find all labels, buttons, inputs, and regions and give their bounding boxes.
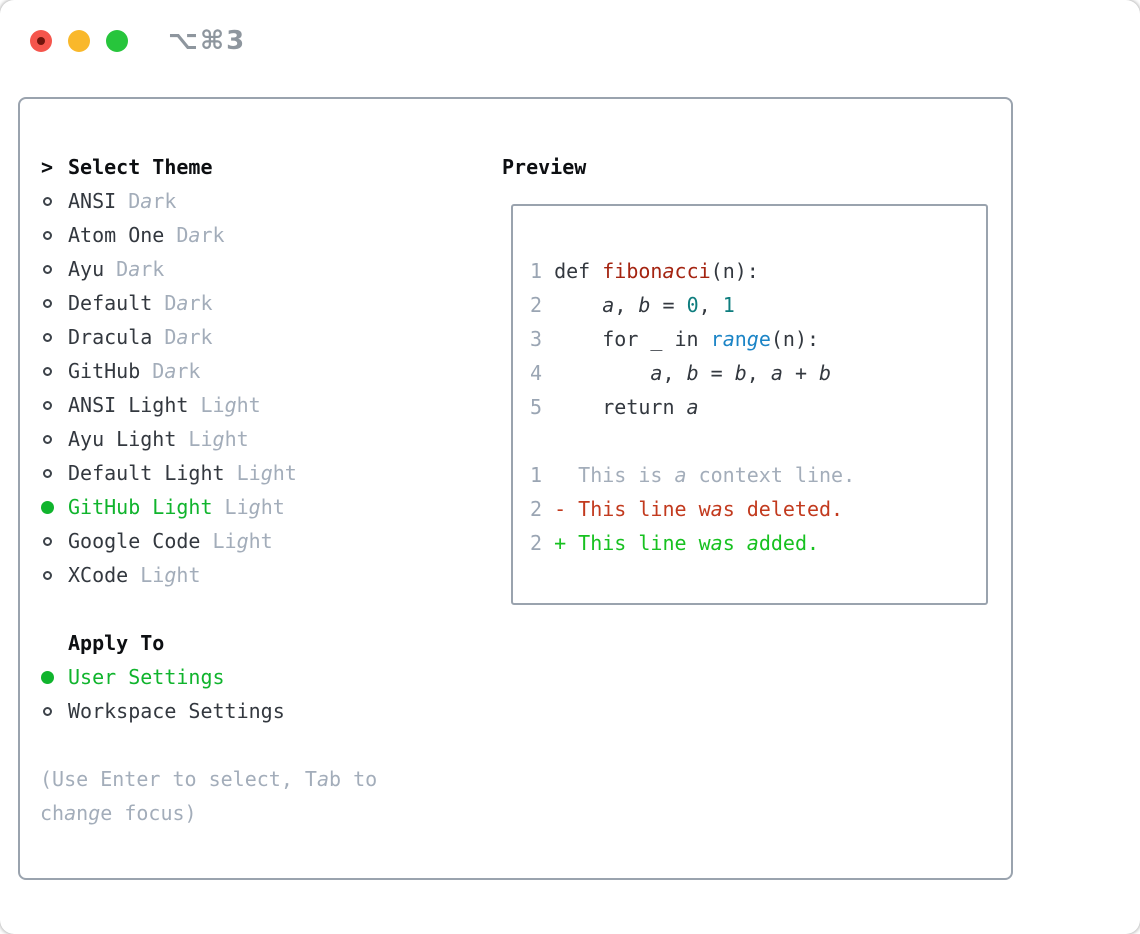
- radio-unselected-icon: [42, 536, 52, 546]
- theme-name-label: Dracula: [68, 325, 153, 349]
- zoom-button[interactable]: [106, 30, 128, 52]
- apply-option[interactable]: User Settings: [40, 660, 377, 694]
- theme-option[interactable]: Ayu Light Light: [40, 422, 377, 456]
- window-title: ⌥⌘3: [168, 26, 247, 56]
- radio-selected-icon: [40, 500, 54, 514]
- theme-list-header: Select Theme: [68, 155, 213, 179]
- preview-header: Preview: [502, 155, 587, 179]
- theme-option[interactable]: Ayu Dark: [40, 252, 377, 286]
- theme-name-label: Ayu Light: [68, 427, 177, 451]
- theme-list-header-row: > Select Theme: [40, 150, 377, 184]
- theme-variant-label: Light: [188, 427, 249, 451]
- theme-variant-label: Light: [236, 461, 297, 485]
- theme-option[interactable]: GitHub Light Light: [40, 490, 377, 524]
- preview-pane: 1 def fibonacci(n): 2 a, b = 0, 1 3 for _ …: [511, 204, 988, 605]
- theme-variant-label: Light: [212, 529, 273, 553]
- theme-name-label: Default: [68, 291, 153, 315]
- code-line: 5 return a: [530, 395, 699, 419]
- theme-option[interactable]: Dracula Dark: [40, 320, 377, 354]
- close-button-dot-icon: [37, 37, 45, 45]
- minimize-button[interactable]: [68, 30, 90, 52]
- apply-to-header-row: Apply To: [40, 626, 377, 660]
- radio-unselected-icon: [42, 366, 52, 376]
- theme-name-label: XCode: [68, 563, 129, 587]
- theme-name-label: GitHub: [68, 359, 141, 383]
- code-line: [530, 424, 986, 458]
- code-line: 1 def fibonacci(n):: [530, 259, 759, 283]
- theme-variant-label: Dark: [152, 359, 201, 383]
- prompt-icon: >: [40, 155, 54, 179]
- radio-unselected-icon: [42, 196, 52, 206]
- theme-variant-label: Dark: [176, 223, 225, 247]
- radio-unselected-icon: [42, 332, 52, 342]
- apply-option-label: User Settings: [68, 665, 225, 689]
- code-line: 4 a, b = b, a + b: [530, 361, 832, 385]
- code-line: 2 a, b = 0, 1: [530, 293, 735, 317]
- radio-unselected-icon: [42, 400, 52, 410]
- theme-option[interactable]: ANSI Dark: [40, 184, 377, 218]
- theme-option[interactable]: Default Dark: [40, 286, 377, 320]
- radio-unselected-icon: [42, 468, 52, 478]
- radio-unselected-icon: [42, 298, 52, 308]
- hint-line: change focus): [40, 801, 197, 825]
- code-line: 3 for _ in range(n):: [530, 327, 820, 351]
- theme-option[interactable]: GitHub Dark: [40, 354, 377, 388]
- theme-option[interactable]: Atom One Dark: [40, 218, 377, 252]
- theme-variant-label: Light: [140, 563, 201, 587]
- theme-option[interactable]: Default Light Light: [40, 456, 377, 490]
- theme-variant-label: Dark: [116, 257, 165, 281]
- apply-option-label: Workspace Settings: [68, 699, 285, 723]
- code-line: 2 + This line was added.: [530, 531, 820, 555]
- theme-name-label: Ayu: [68, 257, 105, 281]
- theme-name-label: ANSI Light: [68, 393, 189, 417]
- theme-option[interactable]: Google Code Light: [40, 524, 377, 558]
- hint-line: (Use Enter to select, Tab to: [40, 767, 378, 791]
- theme-variant-label: Dark: [164, 291, 213, 315]
- apply-to-header: Apply To: [68, 631, 165, 655]
- code-line: 1 This is a context line.: [530, 463, 856, 487]
- theme-option[interactable]: XCode Light: [40, 558, 377, 592]
- hint-text: (Use Enter to select, Tab to change focus…: [40, 762, 377, 830]
- theme-name-label: Atom One: [68, 223, 165, 247]
- radio-selected-icon: [40, 670, 54, 684]
- code-line: 2 - This line was deleted.: [530, 497, 844, 521]
- theme-variant-label: Light: [224, 495, 285, 519]
- radio-unselected-icon: [42, 264, 52, 274]
- titlebar: ⌥⌘3: [30, 26, 246, 56]
- theme-variant-label: Light: [200, 393, 261, 417]
- theme-option[interactable]: ANSI Light Light: [40, 388, 377, 422]
- radio-unselected-icon: [42, 434, 52, 444]
- theme-name-label: GitHub Light: [68, 495, 213, 519]
- theme-name-label: Google Code: [68, 529, 201, 553]
- radio-unselected-icon: [42, 706, 52, 716]
- apply-option[interactable]: Workspace Settings: [40, 694, 377, 728]
- radio-unselected-icon: [42, 570, 52, 580]
- theme-variant-label: Dark: [128, 189, 177, 213]
- theme-name-label: ANSI: [68, 189, 117, 213]
- theme-name-label: Default Light: [68, 461, 225, 485]
- close-button[interactable]: [30, 30, 52, 52]
- theme-variant-label: Dark: [164, 325, 213, 349]
- radio-unselected-icon: [42, 230, 52, 240]
